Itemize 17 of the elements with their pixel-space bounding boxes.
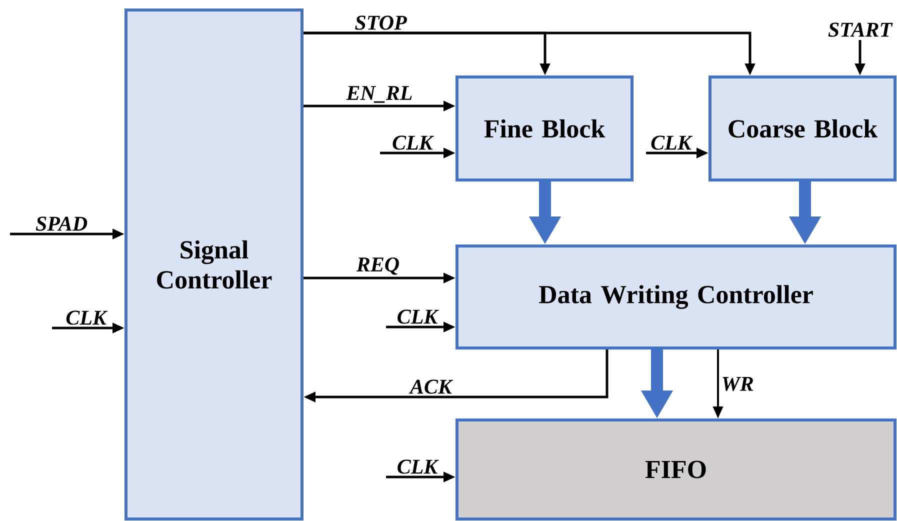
- signal-label: CLK: [392, 136, 434, 150]
- memory-box: FIFO: [456, 418, 896, 520]
- controller-box: Signal Controller: [124, 8, 304, 520]
- controller-box: Data Writing Controller: [456, 244, 896, 350]
- block-box: Coarse Block: [708, 76, 896, 182]
- block-box: Fine Block: [456, 76, 634, 182]
- signal-label: EN_RL: [346, 86, 412, 103]
- signal-label: START: [828, 22, 893, 37]
- signal-label: CLK: [651, 136, 693, 150]
- signal-label: WR: [722, 376, 754, 392]
- signal-label: STOP: [355, 16, 407, 30]
- signal-label: ACK: [408, 380, 454, 394]
- signal-label: CLK: [398, 460, 439, 474]
- signal-label: SPAD: [36, 216, 88, 231]
- signal-label: CLK: [398, 310, 439, 324]
- signal-label: REQ: [356, 257, 399, 275]
- signal-label: CLK: [66, 310, 108, 325]
